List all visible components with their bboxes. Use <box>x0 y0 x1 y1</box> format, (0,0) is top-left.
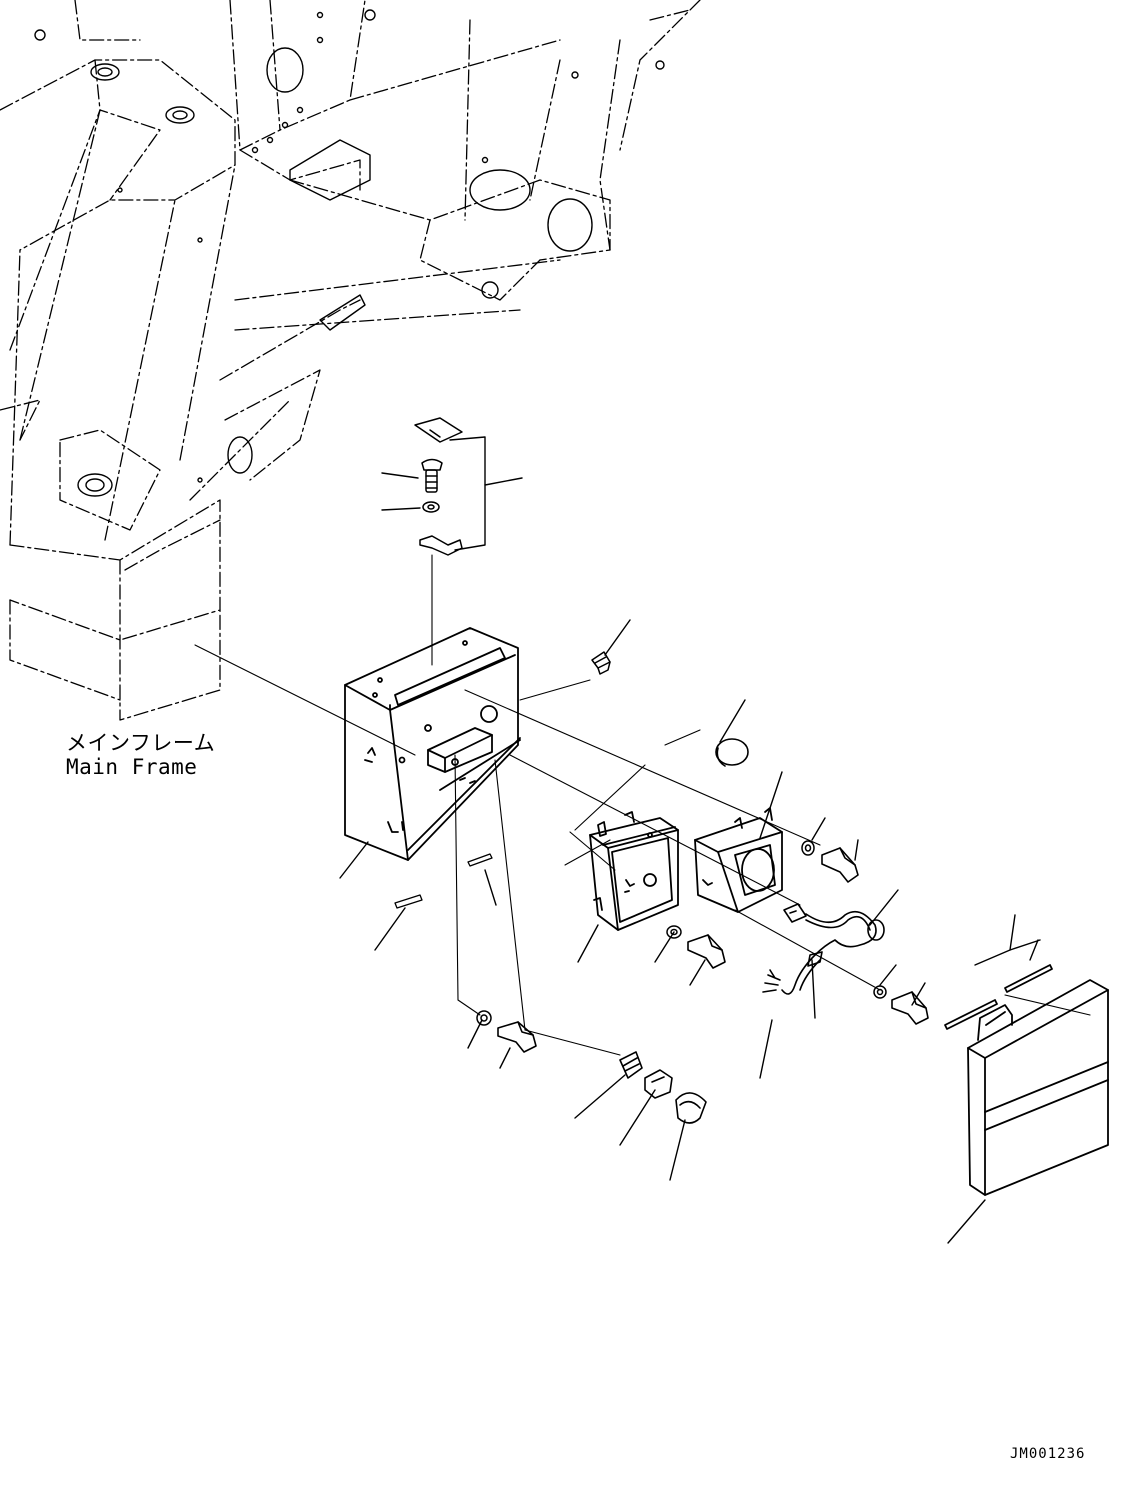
callout-leaders <box>339 436 1041 1244</box>
main-frame-label-en: Main Frame <box>66 755 198 779</box>
main-frame-label-jp: メインフレーム <box>66 731 216 755</box>
frame-bosses <box>34 9 665 497</box>
fittings <box>619 1051 707 1124</box>
caution-tags <box>394 853 493 909</box>
cover-plate <box>944 964 1109 1196</box>
assembly-lines <box>194 554 1091 1056</box>
drawing-id: JM001236 <box>1010 1446 1086 1462</box>
main-frame-label: メインフレーム Main Frame <box>66 731 215 779</box>
controller-unit <box>589 811 679 931</box>
plug <box>591 651 611 675</box>
clamp-assembly <box>414 417 463 556</box>
wire-harness <box>762 903 885 995</box>
lamp-housing <box>694 807 783 913</box>
main-frame-outline <box>0 0 701 721</box>
cap <box>715 738 749 767</box>
washers <box>476 840 887 1026</box>
bracket-box <box>344 627 521 861</box>
bolts <box>497 847 929 1053</box>
